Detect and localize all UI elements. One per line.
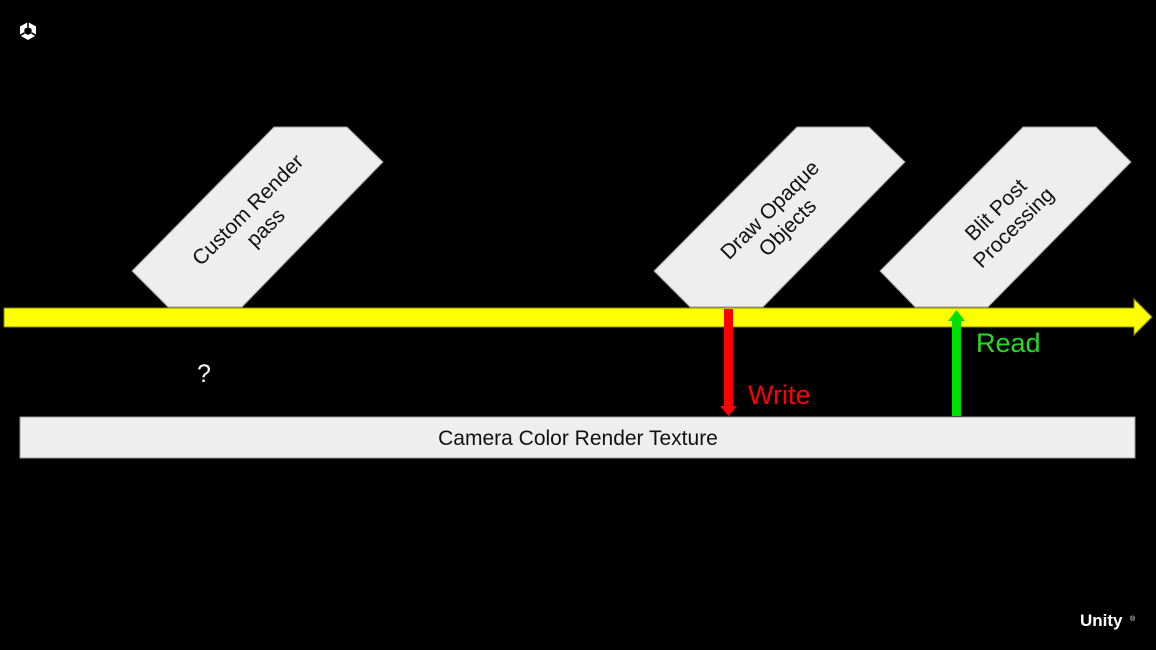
pass-blit-post-processing: Blit Post Processing bbox=[879, 126, 1132, 308]
camera-color-texture-label: Camera Color Render Texture bbox=[438, 427, 718, 450]
write-label: Write bbox=[748, 380, 811, 410]
read-arrow bbox=[948, 310, 965, 416]
question-mark: ? bbox=[197, 360, 211, 388]
unity-registered-mark: ® bbox=[1130, 615, 1136, 623]
timeline-arrow bbox=[3, 297, 1153, 337]
pass-custom-render: Custom Render pass bbox=[131, 126, 384, 308]
camera-color-texture: Camera Color Render Texture bbox=[19, 416, 1136, 459]
write-arrow bbox=[720, 309, 737, 416]
pass-draw-opaque: Draw Opaque Objects bbox=[653, 126, 906, 308]
unity-cube-icon bbox=[19, 22, 37, 40]
unity-wordmark: Unity bbox=[1080, 611, 1123, 630]
read-label: Read bbox=[976, 328, 1041, 358]
